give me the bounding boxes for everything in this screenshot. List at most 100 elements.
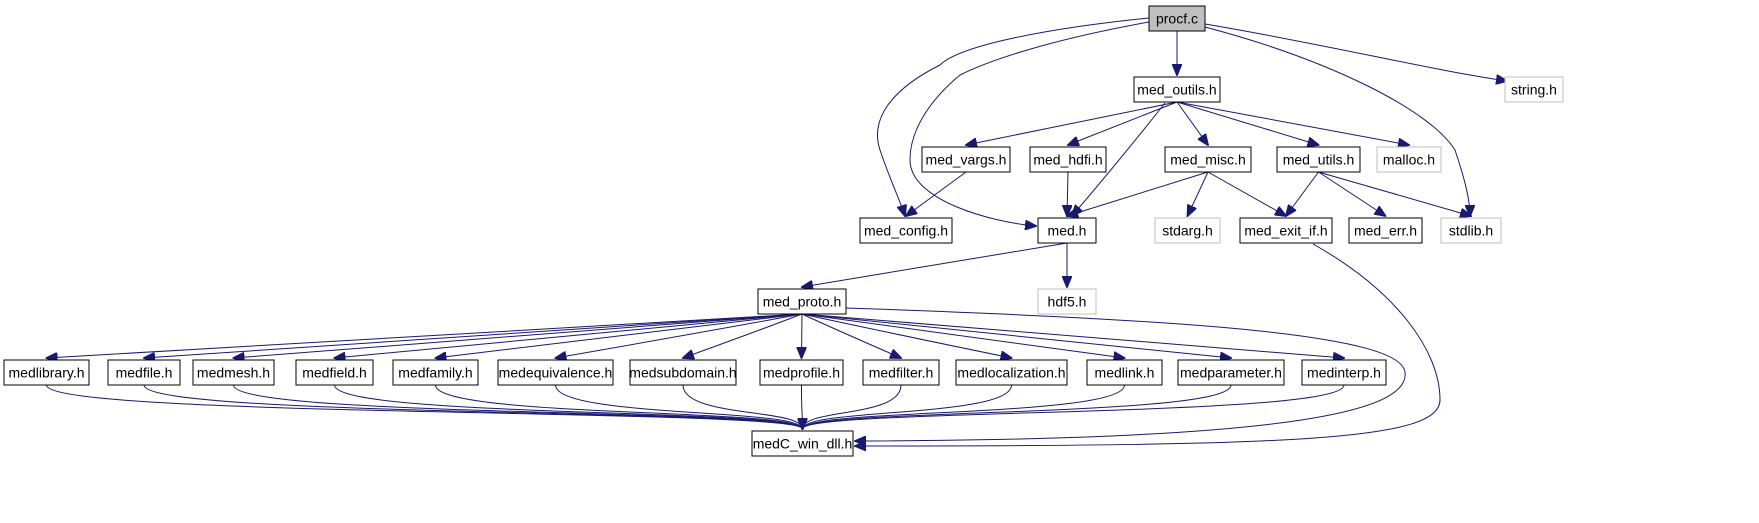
node-box-medlocalization-h: [955, 359, 1068, 386]
edge-medmesh-h-to-medC-win-dll-h: [233, 384, 803, 429]
node-label-stdarg-h: stdarg.h: [1162, 223, 1213, 239]
node-label-med-utils-h: med_utils.h: [1283, 152, 1355, 168]
node-label-med-misc-h: med_misc.h: [1170, 152, 1245, 168]
node-medequivalence-h[interactable]: medequivalence.h: [497, 359, 614, 386]
node-label-string-h: string.h: [1511, 82, 1557, 98]
node-medfield-h[interactable]: medfield.h: [295, 359, 374, 386]
edge-medfield-h-to-medC-win-dll-h: [334, 384, 803, 429]
node-medC-win-dll-h[interactable]: medC_win_dll.h: [751, 430, 854, 457]
node-box-medsubdomain-h: [629, 359, 737, 386]
edge-med-utils-h-to-stdlib-h: [1318, 171, 1472, 216]
node-box-med-proto-h: [757, 288, 847, 315]
edge-med-utils-h-to-med-err-h: [1318, 171, 1386, 216]
node-malloc-h: malloc.h: [1376, 146, 1442, 173]
edge-med-outils-h-to-med-utils-h: [1176, 101, 1319, 145]
node-med-outils-h[interactable]: med_outils.h: [1133, 76, 1221, 103]
edge-med-proto-h-to-medfield-h: [335, 313, 803, 358]
node-label-med-h: med.h: [1048, 223, 1087, 239]
edge-med-exit-if-h-to-medC-win-dll-h: [855, 243, 1441, 446]
node-medfilter-h[interactable]: medfilter.h: [862, 359, 940, 386]
node-string-h: string.h: [1504, 76, 1564, 103]
node-label-medprofile-h: medprofile.h: [763, 365, 840, 381]
node-box-medC-win-dll-h: [751, 430, 854, 457]
edge-medlibrary-h-to-medC-win-dll-h: [46, 384, 803, 429]
node-box-medfamily-h: [392, 359, 479, 386]
edge-med-proto-h-to-medC-win-dll-h: [845, 307, 1406, 441]
node-box-med-hdfi-h: [1029, 146, 1107, 173]
node-box-med-utils-h: [1276, 146, 1361, 173]
node-med-utils-h[interactable]: med_utils.h: [1276, 146, 1361, 173]
node-medprofile-h[interactable]: medprofile.h: [759, 359, 844, 386]
node-medinterp-h[interactable]: medinterp.h: [1301, 359, 1387, 386]
node-procf-c[interactable]: procf.c: [1148, 5, 1206, 32]
node-medlibrary-h[interactable]: medlibrary.h: [3, 359, 90, 386]
node-medmesh-h[interactable]: medmesh.h: [192, 359, 275, 386]
node-box-medequivalence-h: [497, 359, 614, 386]
node-box-med-h: [1037, 217, 1097, 244]
edge-med-utils-h-to-med-exit-if-h: [1286, 171, 1319, 216]
node-med-config-h[interactable]: med_config.h: [859, 217, 953, 244]
node-med-proto-h[interactable]: med_proto.h: [757, 288, 847, 315]
edge-medparameter-h-to-medC-win-dll-h: [803, 384, 1232, 429]
node-box-medparameter-h: [1177, 359, 1285, 386]
edge-procf-c-to-med-h: [909, 21, 1150, 226]
node-med-misc-h[interactable]: med_misc.h: [1164, 146, 1252, 173]
node-box-med-config-h: [859, 217, 953, 244]
node-box-malloc-h: [1376, 146, 1442, 173]
edge-medprofile-h-to-medC-win-dll-h: [802, 384, 803, 429]
edge-medfamily-h-to-medC-win-dll-h: [435, 384, 803, 429]
node-medlink-h[interactable]: medlink.h: [1086, 359, 1163, 386]
node-label-medfield-h: medfield.h: [302, 365, 367, 381]
edge-medlink-h-to-medC-win-dll-h: [803, 384, 1125, 429]
edge-medlocalization-h-to-medC-win-dll-h: [803, 384, 1012, 429]
node-label-medparameter-h: medparameter.h: [1180, 365, 1282, 381]
edge-med-proto-h-to-medmesh-h: [234, 313, 803, 358]
node-box-med-exit-if-h: [1239, 217, 1333, 244]
node-box-medmesh-h: [192, 359, 275, 386]
node-label-medfile-h: medfile.h: [116, 365, 173, 381]
node-label-medlibrary-h: medlibrary.h: [9, 365, 85, 381]
node-med-err-h[interactable]: med_err.h: [1348, 217, 1423, 244]
node-box-med-vargs-h: [921, 146, 1011, 173]
node-box-medlibrary-h: [3, 359, 90, 386]
node-medsubdomain-h[interactable]: medsubdomain.h: [629, 359, 737, 386]
edge-med-proto-h-to-medfile-h: [144, 313, 803, 358]
node-med-h[interactable]: med.h: [1037, 217, 1097, 244]
node-med-vargs-h[interactable]: med_vargs.h: [921, 146, 1011, 173]
edge-med-hdfi-h-to-med-h: [1067, 171, 1068, 216]
edge-procf-c-to-stdlib-h: [1204, 26, 1470, 216]
edge-procf-c-to-string-h: [1204, 23, 1507, 81]
node-box-procf-c: [1148, 5, 1206, 32]
edge-med-misc-h-to-stdarg-h: [1188, 171, 1209, 216]
node-med-exit-if-h[interactable]: med_exit_if.h: [1239, 217, 1333, 244]
edge-med-proto-h-to-medfamily-h: [436, 313, 803, 358]
node-label-medlocalization-h: medlocalization.h: [957, 365, 1065, 381]
node-box-medlink-h: [1086, 359, 1163, 386]
node-medfile-h[interactable]: medfile.h: [107, 359, 181, 386]
node-label-stdlib-h: stdlib.h: [1449, 223, 1493, 239]
node-medfamily-h[interactable]: medfamily.h: [392, 359, 479, 386]
node-box-med-err-h: [1348, 217, 1423, 244]
node-medparameter-h[interactable]: medparameter.h: [1177, 359, 1285, 386]
node-med-hdfi-h[interactable]: med_hdfi.h: [1029, 146, 1107, 173]
node-label-medmesh-h: medmesh.h: [197, 365, 270, 381]
node-box-stdarg-h: [1154, 217, 1221, 244]
edge-med-vargs-h-to-med-config-h: [906, 171, 967, 216]
node-label-medinterp-h: medinterp.h: [1307, 365, 1381, 381]
node-medlocalization-h[interactable]: medlocalization.h: [955, 359, 1068, 386]
node-box-stdlib-h: [1440, 217, 1502, 244]
node-label-medequivalence-h: medequivalence.h: [499, 365, 613, 381]
edge-med-proto-h-to-medfilter-h: [801, 313, 901, 358]
node-label-procf-c: procf.c: [1156, 11, 1198, 27]
node-stdarg-h: stdarg.h: [1154, 217, 1221, 244]
edge-med-outils-h-to-malloc-h: [1176, 101, 1409, 145]
edge-med-outils-h-to-med-vargs-h: [966, 101, 1178, 145]
edge-med-proto-h-to-medequivalence-h: [556, 313, 803, 358]
node-label-med-proto-h: med_proto.h: [763, 294, 842, 310]
edge-medinterp-h-to-medC-win-dll-h: [803, 384, 1345, 429]
node-label-medlink-h: medlink.h: [1095, 365, 1155, 381]
edge-procf-c-to-med-config-h: [877, 17, 1150, 216]
node-box-med-misc-h: [1164, 146, 1252, 173]
node-label-med-hdfi-h: med_hdfi.h: [1033, 152, 1102, 168]
